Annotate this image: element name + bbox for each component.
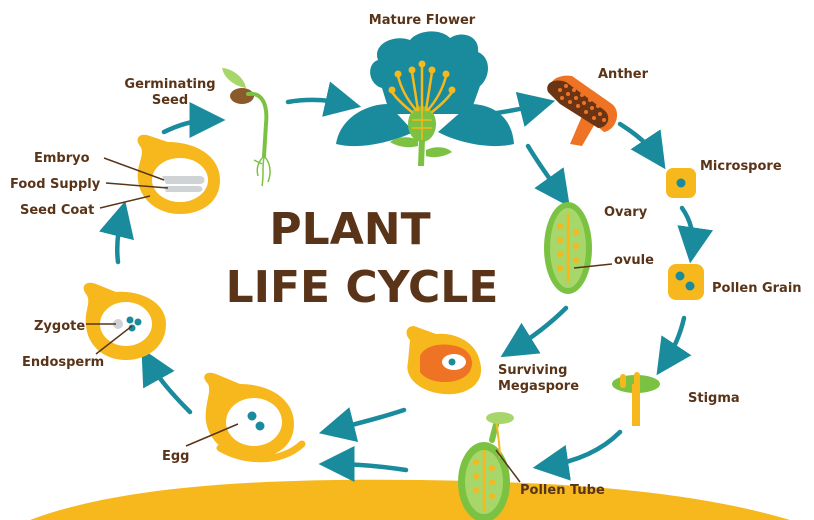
anther [547,76,617,146]
label-ovary: Ovary [604,205,648,220]
mature-flower [336,31,514,166]
arrow-microspore-to-pollen [682,208,693,250]
label-surviving-megaspore-2: Megaspore [498,379,579,394]
label-anther: Anther [598,67,649,82]
label-microspore: Microspore [700,159,782,174]
arrow-ovary-to-megaspore [512,308,566,350]
title-line-1: PLANT [269,204,430,255]
label-ovule: ovule [614,253,654,268]
seed [100,135,220,214]
microspore [666,168,696,198]
title-line-2: LIFE CYCLE [226,262,499,313]
stigma [612,372,660,426]
arrow-stigma-to-tube [546,432,620,466]
arrow-anther-to-microspore [620,124,658,158]
label-seed-coat: Seed Coat [20,203,94,218]
label-pollen-grain: Pollen Grain [712,281,802,296]
ground [30,480,790,520]
label-germinating-seed-1: Germinating [124,77,215,92]
arrow-seed-to-flower [288,100,348,104]
arrow-zygote-to-seed [117,214,122,262]
germinating-seed [222,68,270,186]
arrow-seed-to-germinating [164,120,212,132]
ovary [544,202,612,294]
label-zygote: Zygote [34,319,85,334]
label-food-supply: Food Supply [10,177,101,192]
surviving-megaspore [407,326,482,394]
label-stigma: Stigma [688,391,740,406]
label-endosperm: Endosperm [22,355,104,370]
arrow-pollen-to-stigma [664,318,684,364]
label-pollen-tube: Pollen Tube [520,483,605,498]
label-egg: Egg [162,449,190,464]
label-embryo: Embryo [34,151,90,166]
label-germinating-seed-2: Seed [152,93,188,108]
label-mature-flower: Mature Flower [369,13,476,28]
pollen-grain [668,264,704,300]
arrow-megaspore-to-egg [332,410,404,430]
arrow-flower-to-ovary [528,146,562,196]
arrow-tube-to-egg [332,464,406,470]
label-surviving-megaspore-1: Surviving [498,363,567,378]
zygote-cell [84,283,166,360]
egg-cell [186,373,302,459]
arrow-egg-to-zygote [148,360,190,412]
